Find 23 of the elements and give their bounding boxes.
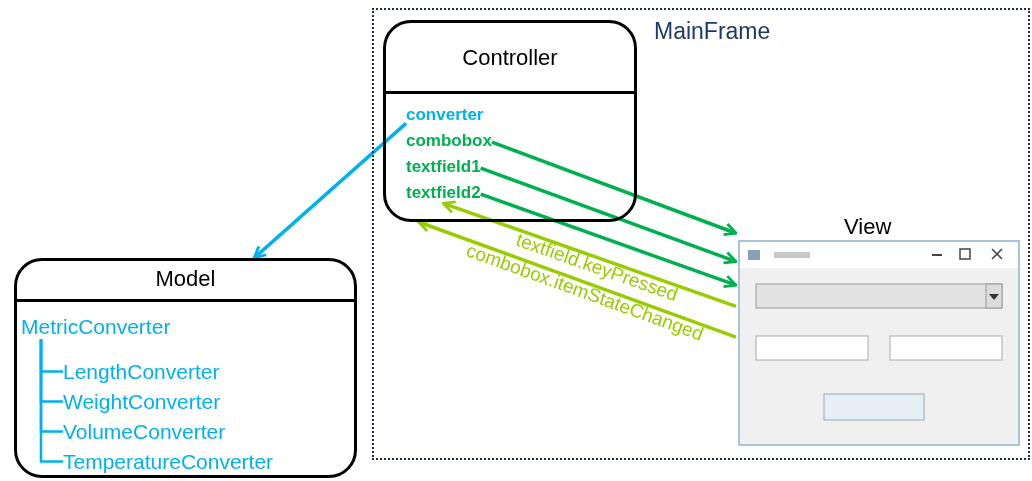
arrow: [480, 192, 738, 289]
class-name: Controller: [461, 45, 559, 71]
class-name: MetricConverter: [21, 314, 171, 340]
class-name: TemperatureConverter: [63, 449, 274, 475]
class-box: [383, 20, 637, 222]
arrow: [252, 122, 408, 260]
view-title: View: [844, 214, 892, 240]
arrow: [480, 166, 738, 265]
class-box: [14, 258, 357, 478]
dotted-frame: [372, 8, 1030, 460]
field-name: textfield2: [406, 183, 481, 204]
class-name: LengthConverter: [63, 359, 220, 385]
arrow: [491, 140, 738, 236]
frame-title: MainFrame: [654, 18, 771, 45]
field-name: textfield1: [406, 157, 481, 178]
arrow: [417, 219, 737, 339]
arrow: [441, 200, 737, 309]
field-name: combobox: [406, 131, 492, 152]
class-name: VolumeConverter: [63, 419, 226, 445]
tree-line: [39, 339, 63, 463]
field-name: converter: [406, 105, 484, 126]
class-name: Model: [154, 266, 217, 292]
class-name: WeightConverter: [63, 389, 221, 415]
